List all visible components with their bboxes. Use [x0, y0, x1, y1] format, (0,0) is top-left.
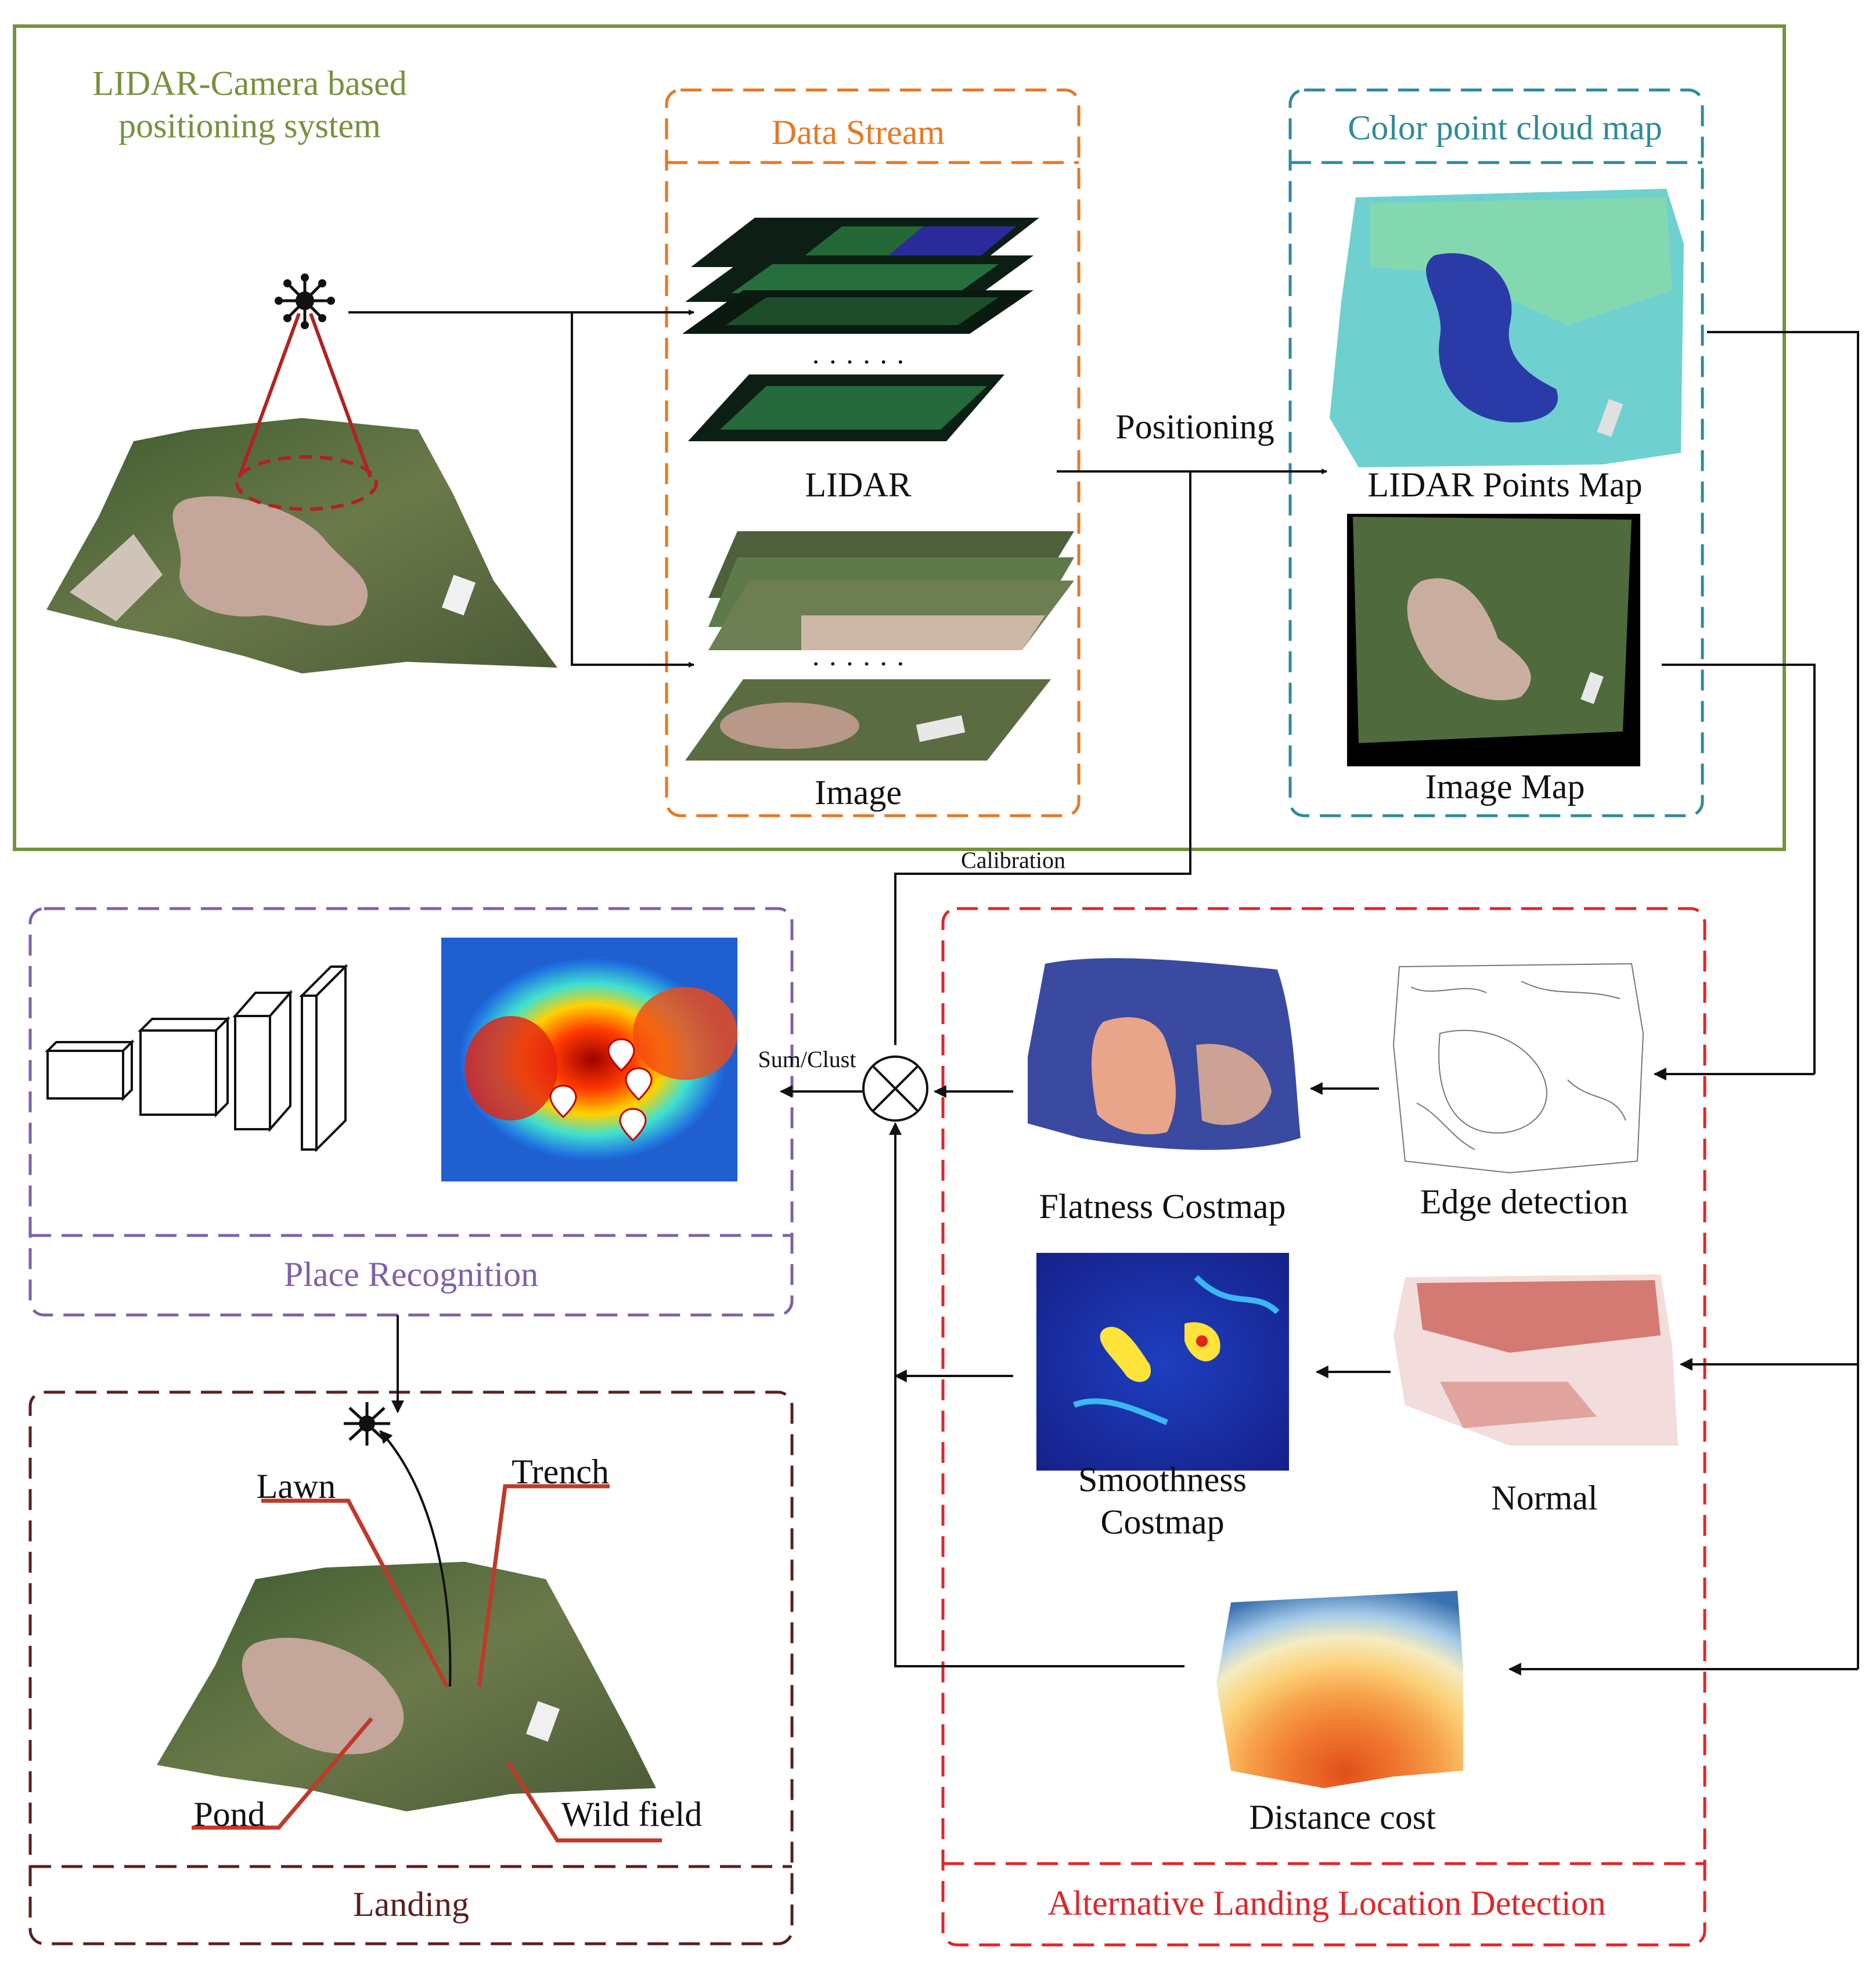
lidar-label: LIDAR [805, 466, 911, 504]
edge-detection-image [1392, 963, 1644, 1174]
landing-pointers [192, 1484, 662, 1843]
normal-image [1394, 1274, 1678, 1446]
sum-clust-label: Sum/Clust [758, 1046, 856, 1072]
color-map-frame [1288, 88, 1704, 817]
sum-feed-lines [889, 1085, 1184, 1667]
edge-detection-label: Edge detection [1420, 1183, 1628, 1221]
landing-terrain [157, 1562, 656, 1811]
terrain-3d-map [46, 418, 557, 673]
color-map-title: Color point cloud map [1348, 109, 1662, 147]
trench-label: Trench [512, 1453, 609, 1491]
distance-cost-label: Distance cost [1249, 1798, 1436, 1836]
data-stream-frame [665, 88, 1081, 817]
landing-drone-icon [344, 1402, 390, 1446]
flatness-costmap-label: Flatness Costmap [1039, 1187, 1286, 1226]
cnn-blocks [45, 964, 348, 1152]
positioning-system-frame [13, 24, 1786, 851]
sum-cluster-node [862, 1055, 928, 1122]
image-map-label: Image Map [1425, 768, 1585, 806]
lidar-points-map-label: LIDAR Points Map [1367, 466, 1642, 504]
place-heatmap [441, 938, 737, 1181]
pond-label: Pond [193, 1795, 265, 1833]
sensor-cone [235, 312, 378, 511]
flatness-costmap-image [1028, 958, 1301, 1150]
positioning-label: Positioning [1115, 408, 1274, 446]
wild-field-label: Wild field [561, 1795, 703, 1833]
landing-title: Landing [353, 1885, 469, 1923]
lidar-frame-stack [682, 218, 1039, 441]
image-frame-stack [685, 531, 1074, 761]
landing-trajectory [379, 1430, 452, 1687]
normal-label: Normal [1491, 1479, 1597, 1517]
place-recognition-frame [28, 907, 794, 1317]
connector-lines [348, 309, 1327, 1045]
alt-landing-title: Alternative Landing Location Detection [1047, 1884, 1605, 1922]
lawn-label: Lawn [257, 1467, 336, 1505]
image-map [1347, 514, 1640, 766]
landing-frame [28, 1390, 794, 1945]
calibration-label: Calibration [961, 847, 1065, 873]
location-pin-icon [549, 1038, 653, 1142]
distance-cost-image [1216, 1591, 1463, 1788]
drone-icon [275, 273, 335, 329]
right-feed-lines [1508, 331, 1859, 1676]
lidar-points-map [1330, 189, 1684, 467]
place-recognition-title: Place Recognition [284, 1255, 538, 1294]
image-label: Image [815, 773, 902, 812]
alt-landing-frame [941, 907, 1706, 1947]
lidar-dots: · · · · · · [811, 345, 905, 378]
image-dots: · · · · · · [811, 647, 905, 680]
data-stream-title: Data Stream [772, 113, 945, 152]
smoothness-costmap-image [1036, 1253, 1289, 1471]
